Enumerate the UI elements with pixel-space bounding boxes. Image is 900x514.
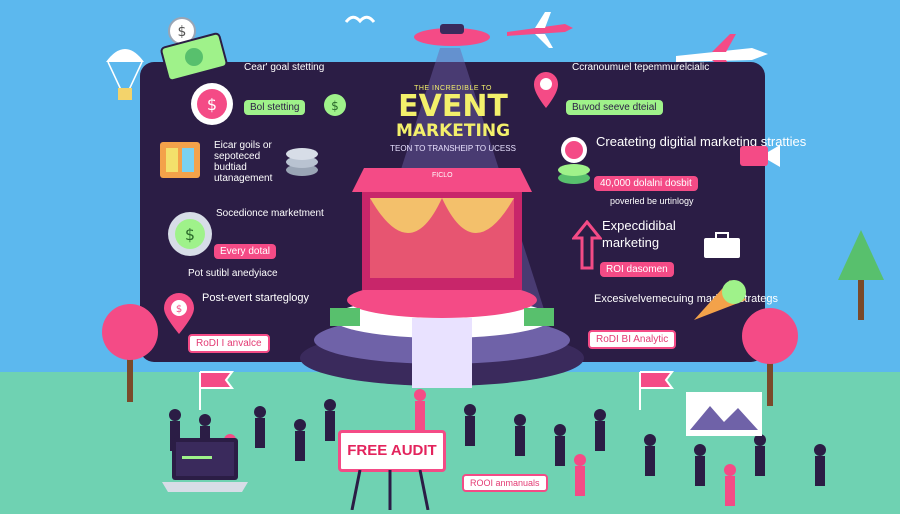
dollar-bubble-icon: $ <box>324 94 346 116</box>
headline: THE INCREDIBLE TO EVENT MARKETING TEON T… <box>378 85 528 153</box>
tree-icon <box>102 304 158 402</box>
left-item-5: Post-evert starteglogy <box>202 292 309 304</box>
dollar-pin-icon: $ <box>191 83 233 125</box>
left-tag-3: Every dotal <box>214 244 277 259</box>
location-pin-icon: $ <box>164 293 194 334</box>
left-item-2: Eicar goils or sepoteced budtiad utanage… <box>214 140 273 184</box>
coin-icon: $ <box>168 212 212 256</box>
briefcase-icon <box>704 232 740 258</box>
arrow-up-icon <box>572 220 602 270</box>
left-item-1: Cear' goal stetting <box>244 62 325 73</box>
right-note-2: poverled be urtinlogy <box>610 196 694 206</box>
svg-text:$: $ <box>178 24 187 40</box>
satellite-icon <box>414 24 490 46</box>
tree-icon <box>742 308 798 406</box>
sign-easel <box>350 470 430 510</box>
headline-title: EVENT <box>398 89 508 124</box>
svg-text:$: $ <box>331 99 339 113</box>
laptop-icon <box>162 438 248 492</box>
billboard-icon <box>686 392 762 436</box>
money-bill-icon <box>160 32 228 82</box>
calculator-icon <box>160 142 200 178</box>
event-stage <box>300 168 584 388</box>
coin-stack-icon <box>286 148 318 176</box>
left-tag-1: Bol stetting <box>244 100 306 115</box>
tree-icon <box>838 230 884 320</box>
right-tag-3: ROI dasomen <box>600 262 674 277</box>
coin-stack-icon <box>558 137 590 184</box>
stage-sign: FICLO <box>432 172 453 179</box>
location-pin-icon <box>534 72 558 108</box>
svg-text:$: $ <box>185 225 195 244</box>
left-tag-5: RoDI I anvalce <box>188 334 270 353</box>
left-item-4: Pot sutibl anedyiace <box>188 268 278 279</box>
right-tag-1: Buvod seeve dteial <box>566 100 663 115</box>
right-item-3: Expecdidibal marketing <box>602 218 676 250</box>
video-camera-icon <box>740 145 780 167</box>
bird-icon <box>345 15 375 24</box>
right-item-2: Createting digitial marketing stratties <box>596 134 807 149</box>
free-audit-sign: FREE AUDIT <box>338 430 446 472</box>
bottom-tag: ROOI anmanuals <box>462 474 548 492</box>
svg-text:$: $ <box>176 304 182 315</box>
parachute-icon <box>106 49 144 100</box>
right-tag-2: 40,000 dolalni dosbit <box>594 176 698 191</box>
left-item-3: Socedionce marketment <box>216 208 324 219</box>
megaphone-icon <box>694 280 746 320</box>
headline-subtitle: MARKETING <box>395 121 511 141</box>
airplane-icon <box>507 12 573 48</box>
svg-text:$: $ <box>207 95 217 114</box>
headline-tagline: TEON TO TRANSHEIP TO UCESS <box>390 143 516 153</box>
headline-small: THE INCREDIBLE TO <box>414 85 492 92</box>
right-item-1: Ccranoumuel tepemmurelcialic <box>572 62 710 73</box>
right-tag-4: RoDI BI Analytic <box>588 330 677 349</box>
